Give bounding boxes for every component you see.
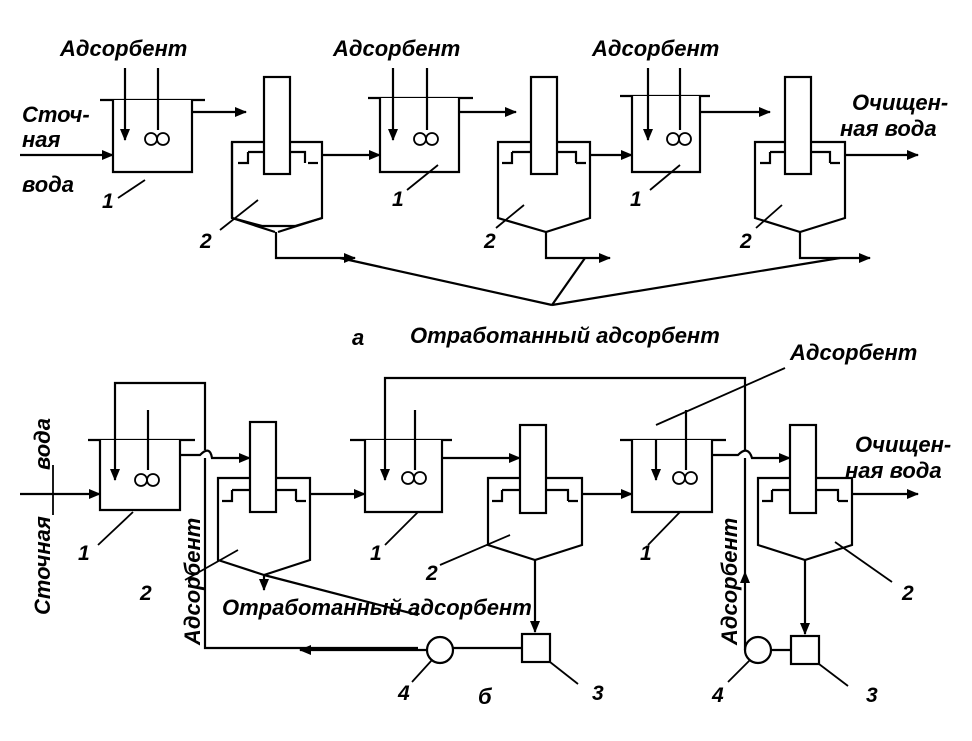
mixer-b1 <box>88 410 195 546</box>
settler-a3 <box>753 75 847 234</box>
pump-b2 <box>743 635 773 665</box>
inlet-label-a-l1: Сточ- <box>22 102 90 127</box>
settler-number-a2: 2 <box>483 230 496 253</box>
tank-number-b1: 3 <box>592 682 604 705</box>
mixer-number-b2: 1 <box>370 542 382 565</box>
settler-number-b1: 2 <box>139 582 152 605</box>
tank-number-b2: 3 <box>866 684 878 707</box>
adsorbent-left-label-b: Адсорбент <box>180 518 205 646</box>
settler-a2 <box>495 75 592 234</box>
settler-number-b2: 2 <box>425 562 438 585</box>
mixer-number-a1: 1 <box>102 190 114 213</box>
adsorbent-label-a1: Адсорбент <box>59 36 187 61</box>
adsorbent-top-label-b: Адсорбент <box>789 340 917 365</box>
spent-adsorbent-label-a: Отработанный адсорбент <box>410 323 720 348</box>
mixer-b2 <box>350 410 452 546</box>
inlet-label-b-l2: вода <box>30 418 55 470</box>
mixer-a2 <box>368 68 473 191</box>
adsorbent-label-a3: Адсорбент <box>591 36 719 61</box>
pump-number-b1: 4 <box>397 682 410 705</box>
scheme-letter-a: а <box>352 325 364 350</box>
tank-b1 <box>520 632 552 664</box>
settler-b2 <box>439 423 584 566</box>
outlet-label-b-l1: Очищен- <box>855 432 951 457</box>
mixer-a3 <box>620 68 710 191</box>
settler-number-b3: 2 <box>901 582 914 605</box>
mixer-number-b3: 1 <box>640 542 652 565</box>
scheme-b: Адсорбент Сточная вода Очищен- ная вода … <box>20 340 951 709</box>
outlet-label-b-l2: ная вода <box>845 458 942 483</box>
settler-b1 <box>184 420 312 581</box>
mixer-number-b1: 1 <box>78 542 90 565</box>
mixer-number-a2: 1 <box>392 188 404 211</box>
adsorbent-right-label-b: Адсорбент <box>717 518 742 646</box>
pump-b1 <box>425 635 455 665</box>
settler-number-a1: 2 <box>199 230 212 253</box>
scheme-letter-b: б <box>478 684 493 709</box>
scheme-a: Адсорбент Адсорбент Адсорбент Сточ- ная … <box>20 36 948 350</box>
inlet-label-b-l1: Сточная <box>30 516 55 615</box>
settler-a1 <box>219 75 324 234</box>
settler-number-a3: 2 <box>739 230 752 253</box>
spent-adsorbent-label-b: Отработанный адсорбент <box>222 595 532 620</box>
outlet-label-a-l2: ная вода <box>840 116 937 141</box>
mixer-a1 <box>100 68 205 199</box>
inlet-label-a-l3: вода <box>22 172 74 197</box>
adsorbent-label-a2: Адсорбент <box>332 36 460 61</box>
mixer-b3 <box>620 367 786 546</box>
pump-number-b2: 4 <box>711 684 724 707</box>
tank-b2 <box>789 634 821 666</box>
inlet-label-a-l2: ная <box>22 127 61 152</box>
outlet-label-a-l1: Очищен- <box>852 90 948 115</box>
settler-b3 <box>756 423 893 583</box>
mixer-number-a3: 1 <box>630 188 642 211</box>
